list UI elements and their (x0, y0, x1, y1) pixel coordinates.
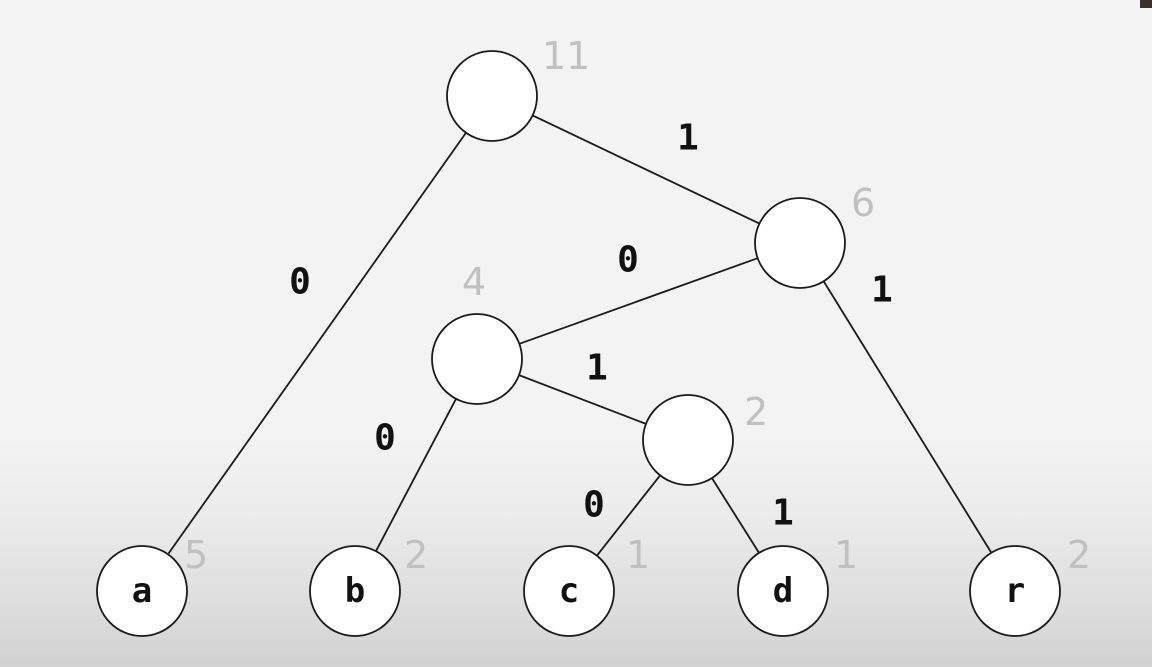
node-leaf-a (96, 545, 188, 637)
node-char-leaf-a: a (132, 571, 152, 611)
node-root (446, 50, 538, 142)
node-weight-leaf-b: 2 (404, 533, 428, 577)
edge-n2-leaf-c (596, 474, 661, 557)
node-weight-root: 11 (542, 34, 590, 78)
node-char-leaf-b: b (345, 571, 365, 611)
edge-bit-n2-leaf-d: 1 (772, 493, 794, 534)
edge-bit-root-n6: 1 (677, 118, 699, 159)
node-char-leaf-r: r (1005, 571, 1025, 611)
edge-root-leaf-a (167, 132, 467, 555)
node-weight-leaf-r: 2 (1067, 533, 1091, 577)
edge-bit-root-leaf-a: 0 (289, 262, 311, 303)
edge-n6-leaf-r (822, 280, 993, 554)
edge-n4-leaf-b (375, 398, 457, 552)
node-weight-leaf-c: 1 (626, 533, 650, 577)
node-leaf-r (969, 545, 1061, 637)
node-weight-leaf-d: 1 (834, 533, 858, 577)
edge-bit-n6-n4: 0 (617, 240, 639, 281)
node-leaf-c (523, 545, 615, 637)
node-char-leaf-c: c (559, 571, 579, 611)
edge-n6-n4 (519, 257, 758, 345)
node-weight-n6: 6 (851, 181, 875, 225)
node-leaf-b (309, 545, 401, 637)
edge-bit-n6-leaf-r: 1 (871, 270, 893, 311)
edge-n4-n2 (518, 374, 647, 425)
edge-bit-n2-leaf-c: 0 (583, 485, 605, 526)
node-char-leaf-d: d (773, 571, 793, 611)
edge-bit-n4-n2: 1 (586, 348, 608, 389)
node-n2 (642, 394, 734, 486)
node-weight-leaf-a: 5 (184, 533, 208, 577)
corner-mark (1140, 0, 1152, 8)
node-weight-n2: 2 (744, 390, 768, 434)
edge-root-n6 (532, 114, 760, 225)
edge-bit-n4-leaf-b: 0 (374, 418, 396, 459)
node-n6 (754, 197, 846, 289)
node-weight-n4: 4 (462, 260, 486, 304)
node-n4 (431, 313, 523, 405)
edge-n2-leaf-d (711, 477, 760, 554)
node-leaf-d (737, 545, 829, 637)
